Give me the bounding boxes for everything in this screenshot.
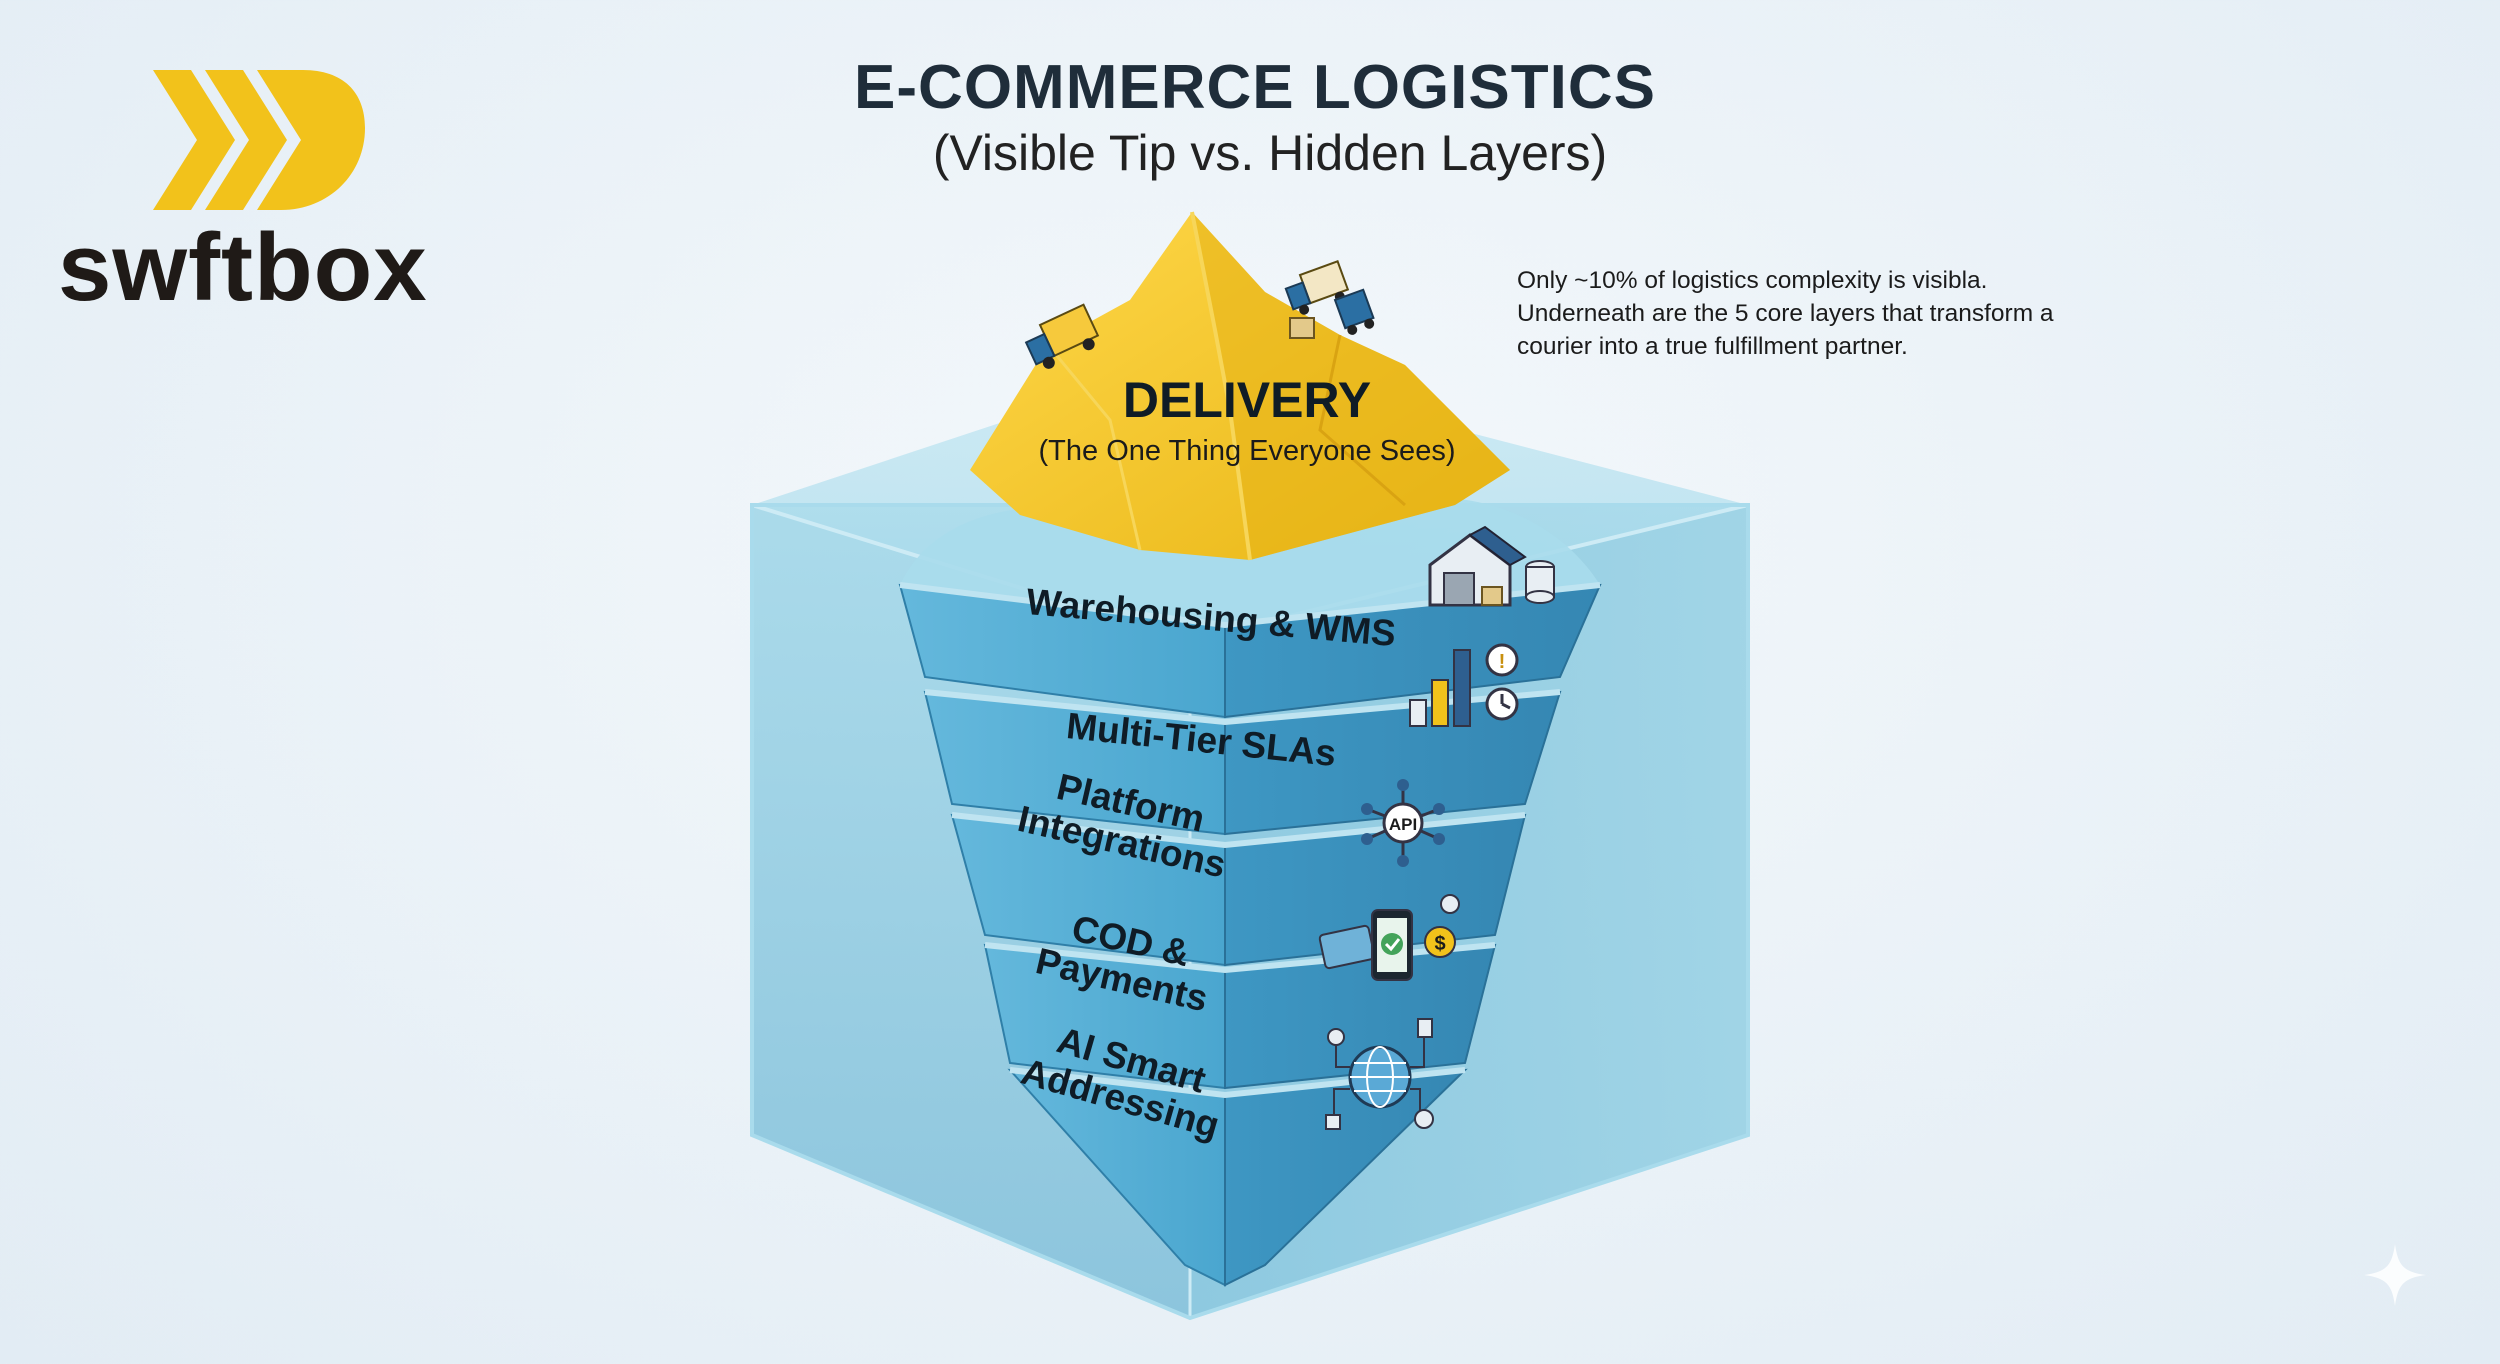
delivery-truck-icon bbox=[1333, 288, 1375, 335]
delivery-truck-icon bbox=[1284, 260, 1350, 315]
layer-edge bbox=[951, 812, 1526, 849]
sparkle-icon bbox=[2364, 1244, 2426, 1306]
globe-network-icon bbox=[1325, 1018, 1434, 1130]
svg-text:!: ! bbox=[1499, 651, 1506, 673]
parcel-icon bbox=[1289, 317, 1315, 339]
api-network-icon: API bbox=[1361, 779, 1445, 867]
page-title: E-COMMERCE LOGISTICS bbox=[854, 53, 1656, 122]
delivery-tip: DELIVERY (The One Thing Everyone Sees) bbox=[970, 211, 1510, 561]
brand-logo: swftbox bbox=[58, 70, 427, 316]
mobile-payment-icon: $ bbox=[1318, 894, 1460, 981]
info-note: Only ~10% of logistics complexity is vis… bbox=[1517, 267, 2054, 360]
tip-subtitle: (The One Thing Everyone Sees) bbox=[1039, 435, 1456, 467]
warehouse-icon bbox=[1428, 525, 1555, 607]
page-subtitle: (Visible Tip vs. Hidden Layers) bbox=[932, 125, 1608, 181]
brand-name: swftbox bbox=[58, 214, 428, 321]
tip-title: DELIVERY bbox=[1123, 372, 1371, 428]
dollar-label: $ bbox=[1434, 933, 1445, 955]
api-label: API bbox=[1389, 815, 1417, 834]
delivery-truck-icon bbox=[1024, 303, 1100, 369]
bar-chart-clock-icon: ! bbox=[1409, 643, 1519, 727]
swftbox-logo-icon bbox=[153, 70, 365, 210]
